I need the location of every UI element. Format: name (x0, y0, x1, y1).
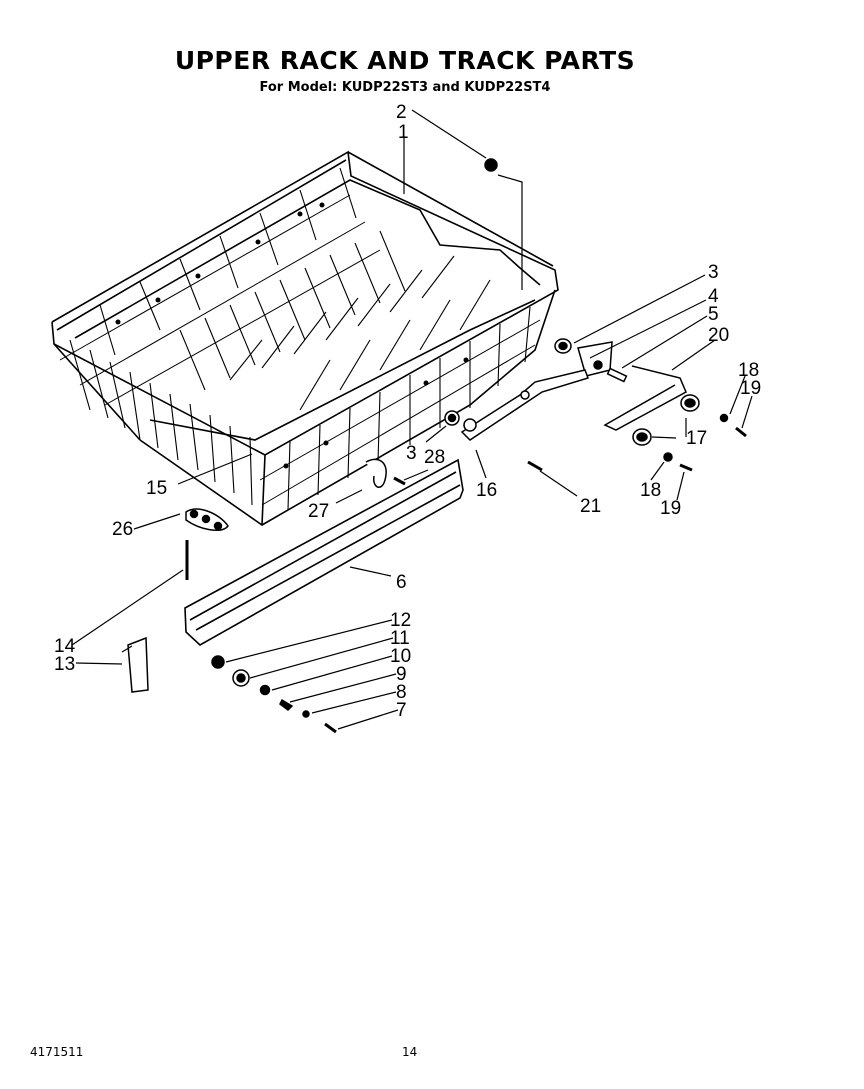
callout-6: 6 (396, 572, 407, 593)
page-title: UPPER RACK AND TRACK PARTS (174, 46, 636, 75)
callout-3-upper: 3 (708, 262, 719, 283)
callout-1: 1 (398, 122, 409, 143)
callout-16: 16 (476, 480, 497, 501)
callout-4: 4 (708, 286, 719, 307)
callout-27: 27 (308, 501, 329, 522)
callout-26: 26 (112, 519, 133, 540)
callout-18-lower: 18 (640, 480, 661, 501)
upper-rack-basket (51, 150, 559, 526)
callout-3-lower: 3 (406, 443, 417, 464)
callout-2: 2 (396, 102, 407, 123)
callout-numbers: 2 1 3 4 5 20 18 19 17 3 28 16 15 18 21 2… (54, 102, 761, 721)
callout-28: 28 (424, 447, 445, 468)
callout-21: 21 (580, 496, 601, 517)
callout-8: 8 (396, 682, 407, 703)
callout-17: 17 (686, 428, 707, 449)
callout-11: 11 (390, 628, 410, 649)
callout-19-lower: 19 (660, 498, 681, 519)
callout-10: 10 (390, 646, 411, 667)
track-parts (121, 158, 747, 734)
page-number: 14 (402, 1045, 418, 1059)
leader-lines (71, 109, 753, 730)
document-number: 4171511 (30, 1045, 84, 1059)
callout-9: 9 (396, 664, 407, 685)
callout-20: 20 (708, 325, 729, 346)
track-rail (184, 458, 464, 646)
callout-5: 5 (708, 304, 719, 325)
callout-14: 14 (54, 636, 76, 657)
model-subtitle: For Model: KUDP22ST3 and KUDP22ST4 (259, 80, 551, 95)
callout-15: 15 (146, 478, 167, 499)
callout-19-upper: 19 (740, 378, 761, 399)
callout-7: 7 (396, 700, 407, 721)
callout-13: 13 (54, 654, 75, 675)
callout-18-upper: 18 (738, 360, 759, 381)
callout-12: 12 (390, 610, 411, 631)
